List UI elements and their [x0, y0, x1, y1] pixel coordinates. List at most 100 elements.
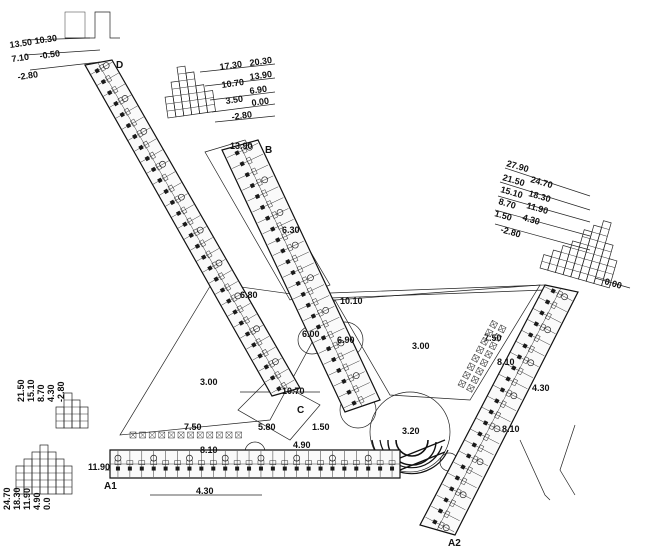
- section-a1-lower-2: 18.30: [12, 487, 22, 510]
- parking-a2-hatch: [469, 384, 473, 393]
- parking-a2-hatch: [478, 367, 482, 376]
- section-a2-profile-floor: [574, 263, 583, 266]
- wing-b-unit-core: [346, 389, 352, 395]
- wing-a1-unit-room: [341, 460, 348, 465]
- section-a2-profile-floor: [589, 238, 598, 242]
- wing-d-unit-room: [236, 305, 244, 314]
- section-a2-profile-block: [585, 220, 612, 284]
- parking-a1-hatch: [225, 431, 233, 439]
- wing-a2-unit-stair-icon: [544, 326, 552, 334]
- wing-a2-unit-room: [477, 444, 485, 453]
- wing-a2-unit-core: [465, 453, 472, 459]
- wing-d-unit-core: [200, 254, 207, 260]
- wing-b-unit-wall: [303, 306, 335, 321]
- block-a2-label: A2: [448, 538, 461, 549]
- section-a2-profile-floor: [605, 271, 614, 275]
- wing-a1-unit-room: [257, 460, 265, 465]
- wing-a1-unit-stair-icon: [329, 454, 336, 462]
- wing-a1-unit-stair-icon: [186, 454, 193, 462]
- wing-d-unit-core: [163, 188, 169, 195]
- wing-a2-unit-stair-icon: [493, 425, 501, 433]
- wing-b-unit-room: [255, 178, 263, 187]
- section-b-level-6: 3.50: [225, 94, 244, 106]
- wing-d-unit-room: [117, 96, 125, 105]
- wing-b-unit-core: [325, 346, 332, 352]
- parking-a2-hatch: [478, 345, 482, 354]
- section-a2-profile-floor: [541, 261, 550, 264]
- wing-a2-unit-core: [499, 387, 506, 393]
- parking-a1-hatch: [177, 431, 185, 439]
- wing-d-unit-core: [263, 364, 270, 370]
- wing-d: [84, 59, 301, 397]
- wing-a2-unit-core: [511, 365, 517, 371]
- level-c-580: 5.80: [258, 422, 276, 432]
- section-a2-profile-group: [539, 220, 618, 289]
- level-a2-430: 4.30: [532, 383, 550, 393]
- wing-a1-unit-core: [318, 466, 323, 471]
- level-c-490: 4.90: [293, 440, 311, 450]
- wing-b-unit-wall: [308, 317, 340, 332]
- wing-a1-unit-core: [115, 466, 120, 471]
- wing-a1-unit-core: [175, 466, 180, 471]
- parking-a2-hatch: [482, 358, 486, 367]
- wing-a1-unit-stair-icon: [150, 454, 158, 462]
- wing-a1-unit-core: [211, 466, 216, 471]
- wing-a2-unit-room: [550, 301, 558, 310]
- wing-b: [221, 139, 381, 413]
- wing-b-unit-wall: [232, 153, 264, 169]
- section-b-profile-floor: [190, 106, 199, 108]
- parking-a2-cell: [475, 366, 484, 376]
- wing-d-unit-wall: [102, 83, 126, 98]
- level-a1-1190: 11.90: [88, 462, 110, 472]
- parking-a2-hatch: [487, 328, 491, 338]
- wing-b-unit-room: [306, 287, 314, 295]
- wing-a2-unit-wall: [481, 406, 511, 423]
- section-a1-lower-1: 24.70: [2, 487, 12, 510]
- wing-a1-unit-room: [138, 460, 146, 465]
- section-b-level-4: 10.70: [221, 77, 245, 90]
- wing-b-unit-stair-icon: [322, 306, 330, 314]
- wing-a1-unit-room: [329, 460, 336, 465]
- wing-a2-unit-core: [443, 497, 449, 503]
- parking-a1-cell: [235, 431, 242, 439]
- wing-b-unit-core: [310, 313, 317, 319]
- wing-d-unit-room: [186, 217, 194, 226]
- wing-d-unit-room: [267, 360, 276, 368]
- section-a2-profile-floor: [599, 263, 608, 266]
- section-a2-level-11: 0.00: [603, 276, 623, 290]
- wing-b-unit-wall: [338, 382, 370, 398]
- level-amphitheatre: 3.20: [402, 426, 420, 436]
- wing-a1-unit-core: [282, 466, 287, 471]
- section-b-level-7: 0.00: [251, 96, 270, 108]
- parking-a1-cell: [177, 431, 185, 439]
- wing-d-unit-room: [161, 173, 169, 182]
- section-a2-profile-floor: [576, 256, 585, 260]
- wing-d-unit-wall: [271, 379, 295, 394]
- section-a2-profile-floor: [580, 272, 589, 275]
- level-a1-810: 8.10: [200, 445, 218, 455]
- wing-d-unit-wall: [121, 116, 144, 130]
- wing-b-unit-stair-icon: [337, 339, 345, 347]
- wing-d-unit-wall: [252, 346, 276, 361]
- wing-d-unit-wall: [233, 314, 257, 328]
- section-b-level-3: 13.90: [249, 69, 273, 82]
- parking-a2-hatch: [483, 337, 487, 346]
- wing-a2-unit-core: [437, 508, 444, 514]
- section-a2-profile-floor: [603, 249, 612, 253]
- wing-a2-unit-wall: [498, 373, 528, 390]
- section-d: 13.50 10.30 7.10 -0.50 -2.80: [9, 11, 120, 82]
- wing-a1-unit-room: [245, 460, 253, 465]
- wing-a1-unit-room: [233, 460, 241, 465]
- parking-a1-cell: [129, 431, 137, 439]
- parking-a2-cell: [484, 349, 493, 359]
- wing-a2-unit-wall: [459, 450, 488, 467]
- wing-a2-unit-core: [522, 343, 528, 349]
- wing-b-unit-core: [300, 291, 306, 297]
- wing-b-unit-room: [347, 374, 355, 382]
- wing-d-unit-wall: [152, 171, 176, 185]
- wing-b-unit-wall: [323, 349, 355, 365]
- section-a1: 21.50 15.10 8.70 4.30 -2.80 24.70 18.30 …: [2, 379, 89, 510]
- parking-a1-cell: [196, 431, 204, 439]
- wing-b-unit-stair-icon: [246, 143, 253, 151]
- wing-a2-unit-core: [449, 486, 455, 492]
